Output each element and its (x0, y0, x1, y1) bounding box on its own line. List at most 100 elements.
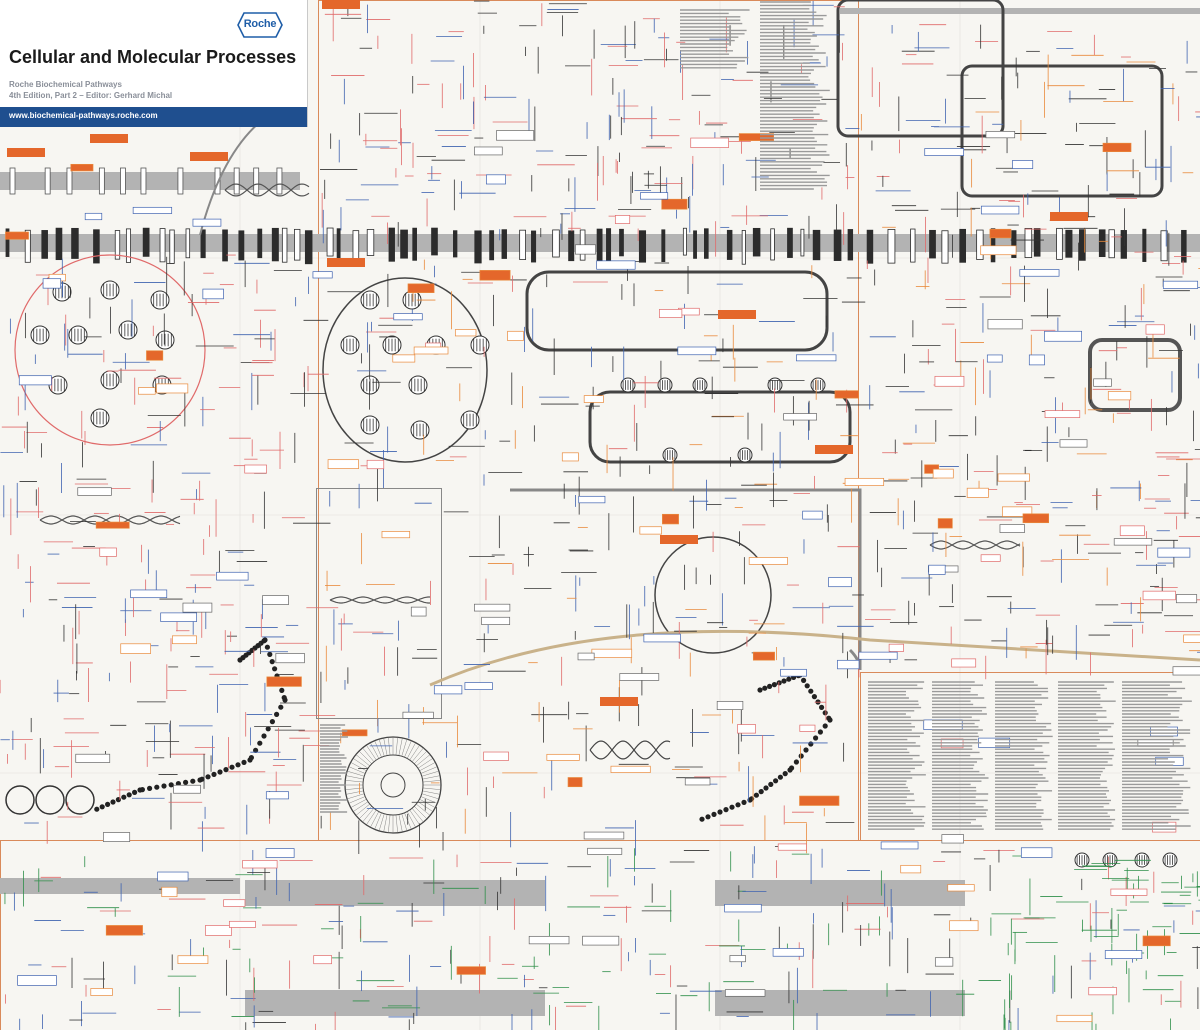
tm-protein (1099, 230, 1105, 257)
tm-protein (960, 229, 966, 262)
label-box (935, 376, 964, 386)
chromatin-bead (270, 719, 275, 724)
tm-protein (606, 229, 610, 261)
label-box (106, 925, 142, 935)
membrane-band (0, 878, 240, 894)
label-box (1114, 539, 1152, 546)
tm-protein (99, 168, 104, 194)
chromatin-bead (787, 767, 792, 772)
label-box (455, 330, 476, 336)
label-box (987, 355, 1002, 362)
membrane-band (840, 8, 1200, 14)
codon-wheel-spoke (384, 738, 388, 756)
label-box (393, 355, 415, 362)
chromatin-bead (217, 769, 222, 774)
label-box (1151, 727, 1178, 736)
label-box (174, 785, 201, 793)
tm-protein (1181, 230, 1186, 262)
chromatin-bead (757, 687, 762, 692)
chromatin-bead (781, 678, 786, 683)
chromatin-bead (823, 723, 828, 728)
chromatin-bead (110, 799, 115, 804)
tm-protein (234, 168, 239, 194)
label-box (1108, 391, 1131, 399)
label-box (414, 347, 448, 354)
codon-wheel-spoke (370, 743, 378, 759)
tm-protein (453, 231, 457, 257)
label-box (508, 331, 524, 340)
codon-wheel-spoke (353, 802, 368, 812)
chromatin-bead (808, 741, 813, 746)
tm-protein (553, 230, 560, 257)
label-box (967, 488, 988, 497)
label-box (611, 766, 650, 772)
codon-wheel-spoke (384, 814, 388, 832)
section-tag (190, 152, 228, 161)
tm-protein (170, 230, 174, 263)
tm-protein (42, 230, 48, 258)
codon-wheel-spoke (407, 811, 415, 827)
chromatin-bead (763, 785, 768, 790)
label-box (737, 725, 755, 734)
label-box (781, 669, 807, 676)
tm-protein (353, 231, 359, 259)
website-link[interactable]: www.biochemical-pathways.roche.com (9, 111, 158, 120)
chromatin-bead (257, 741, 262, 746)
codon-wheel-spoke (346, 791, 364, 795)
tm-protein (888, 229, 895, 263)
roche-logo: Roche (237, 12, 283, 38)
chromatin-bead (282, 697, 287, 702)
chromatin-bead (813, 735, 818, 740)
label-box (1163, 281, 1197, 288)
label-box (1057, 1015, 1092, 1021)
label-box (1089, 987, 1117, 994)
label-box (43, 279, 61, 288)
label-box (837, 660, 859, 669)
tm-protein (201, 230, 205, 258)
chromatin-bead (223, 767, 228, 772)
tm-protein (620, 229, 624, 256)
label-box (845, 478, 884, 485)
label-box (474, 147, 502, 155)
label-box (835, 391, 859, 398)
label-box (935, 958, 953, 967)
section-tag (660, 535, 698, 544)
label-box (950, 921, 979, 931)
label-box (103, 833, 129, 842)
tm-protein (942, 231, 948, 263)
label-box (96, 522, 129, 528)
chromatin-bead (768, 782, 773, 787)
label-box (592, 649, 632, 657)
chromatin-bead (773, 778, 778, 783)
label-box (1184, 635, 1200, 642)
codon-wheel-spoke (363, 808, 374, 822)
chromatin-bead (272, 666, 277, 671)
chromatin-bead (183, 780, 188, 785)
label-box (662, 514, 678, 524)
chromatin-bead (235, 762, 240, 767)
tm-protein (727, 230, 732, 259)
chromatin-bead (94, 807, 99, 812)
chromatin-bead (121, 795, 126, 800)
tm-protein (753, 228, 760, 256)
label-box (131, 590, 167, 598)
tm-protein (327, 228, 333, 256)
chromatin-bead (823, 710, 828, 715)
codon-wheel-spoke (423, 780, 441, 782)
label-box (1103, 143, 1131, 151)
dna-strand (590, 741, 670, 759)
section-tag (90, 134, 128, 143)
codon-wheel-spoke (345, 788, 363, 790)
tm-protein (1121, 230, 1126, 258)
label-box (1060, 440, 1087, 447)
label-box (1173, 667, 1200, 675)
section-tag (327, 258, 365, 267)
subtitle-series: Roche Biochemical Pathways (9, 80, 122, 89)
label-box (161, 613, 197, 622)
label-box (157, 384, 188, 393)
chromatin-bead (735, 802, 740, 807)
tm-protein (1109, 230, 1114, 258)
chromatin-bead (127, 792, 132, 797)
chromatin-bead (819, 705, 824, 710)
label-box (313, 272, 332, 278)
